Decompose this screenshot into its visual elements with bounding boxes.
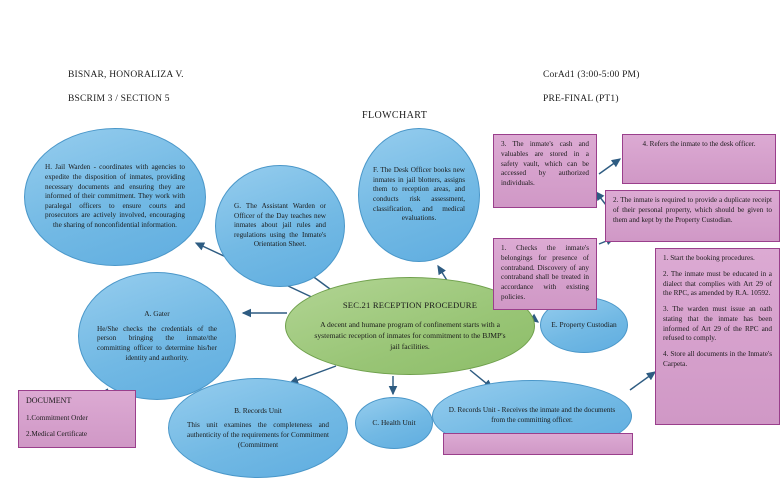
term-label: PRE-FINAL (PT1): [543, 94, 619, 104]
rect-bottom-partial[interactable]: [443, 433, 633, 455]
rect-duplicate-receipt-text: 2. The inmate is required to provide a d…: [613, 196, 772, 224]
link-center-to-records-b: [288, 365, 337, 385]
booking-item-2: 2. The inmate must be educated in a dial…: [663, 269, 772, 298]
node-assistant-warden[interactable]: G. The Assistant Warden or Officer of th…: [215, 165, 345, 287]
booking-item-1: 1. Start the booking procedures.: [663, 254, 755, 262]
flowchart-canvas: BISNAR, HONORALIZA V. BSCRIM 3 / SECTION…: [18, 70, 780, 478]
node-assistant-warden-body: G. The Assistant Warden or Officer of th…: [234, 201, 326, 249]
node-health-unit[interactable]: C. Health Unit: [355, 397, 433, 449]
rect-duplicate-receipt[interactable]: 2. The inmate is required to provide a d…: [605, 190, 780, 242]
rect-booking-procedures[interactable]: 1. Start the booking procedures. 2. The …: [655, 248, 780, 425]
document-item-1: 1.Commitment Order: [26, 413, 88, 422]
rect-contraband-check-text: 1. Checks the inmate's belongings for pr…: [501, 244, 589, 301]
node-jail-warden-body: H. Jail Warden - coordinates with agenci…: [45, 163, 185, 230]
rect-refer-desk-officer-text: 4. Refers the inmate to the desk officer…: [642, 140, 756, 148]
node-gater-title: A. Gater: [144, 308, 170, 318]
rect-refer-desk-officer[interactable]: 4. Refers the inmate to the desk officer…: [622, 134, 776, 184]
node-records-unit-d-body: D. Records Unit - Receives the inmate an…: [448, 406, 616, 424]
page-title: FLOWCHART: [362, 110, 428, 121]
node-gater[interactable]: A. Gater He/She checks the credentials o…: [78, 272, 236, 400]
node-reception-procedure-body: A decent and humane program of confineme…: [314, 319, 506, 351]
rect-contraband-check[interactable]: 1. Checks the inmate's belongings for pr…: [493, 238, 597, 310]
node-jail-warden[interactable]: H. Jail Warden - coordinates with agenci…: [24, 128, 206, 266]
student-name: BISNAR, HONORALIZA V.: [68, 70, 184, 80]
class-schedule: CorAd1 (3:00-5:00 PM): [543, 70, 640, 80]
node-records-unit-b-body: This unit examines the completeness and …: [187, 421, 329, 449]
node-property-custodian-title: E. Property Custodian: [551, 320, 617, 330]
node-records-unit-b-title: B. Records Unit: [234, 405, 282, 415]
course-section: BSCRIM 3 / SECTION 5: [68, 94, 170, 104]
node-health-unit-title: C. Health Unit: [372, 418, 416, 428]
link-cash-to-refer: [598, 158, 622, 175]
node-gater-body: He/She checks the credentials of the per…: [97, 324, 217, 362]
booking-item-4: 4. Store all documents in the Inmate's C…: [663, 350, 772, 369]
document-heading: DOCUMENT: [26, 396, 72, 405]
node-records-unit-b[interactable]: B. Records Unit This unit examines the c…: [168, 378, 348, 478]
rect-cash-valuables-text: 3. The inmate's cash and valuables are s…: [501, 140, 589, 188]
node-desk-officer-body: F. The Desk Officer books new inmates in…: [373, 166, 465, 223]
rect-document-list[interactable]: DOCUMENT 1.Commitment Order 2.Medical Ce…: [18, 390, 136, 448]
node-reception-procedure-title: SEC.21 RECEPTION PROCEDURE: [342, 300, 478, 311]
document-item-2: 2.Medical Certificate: [26, 429, 88, 438]
link-records-d-to-booking: [629, 371, 657, 391]
node-desk-officer[interactable]: F. The Desk Officer books new inmates in…: [358, 128, 480, 262]
rect-cash-valuables[interactable]: 3. The inmate's cash and valuables are s…: [493, 134, 597, 208]
booking-item-3: 3. The warden must issue an oath stating…: [663, 305, 772, 343]
